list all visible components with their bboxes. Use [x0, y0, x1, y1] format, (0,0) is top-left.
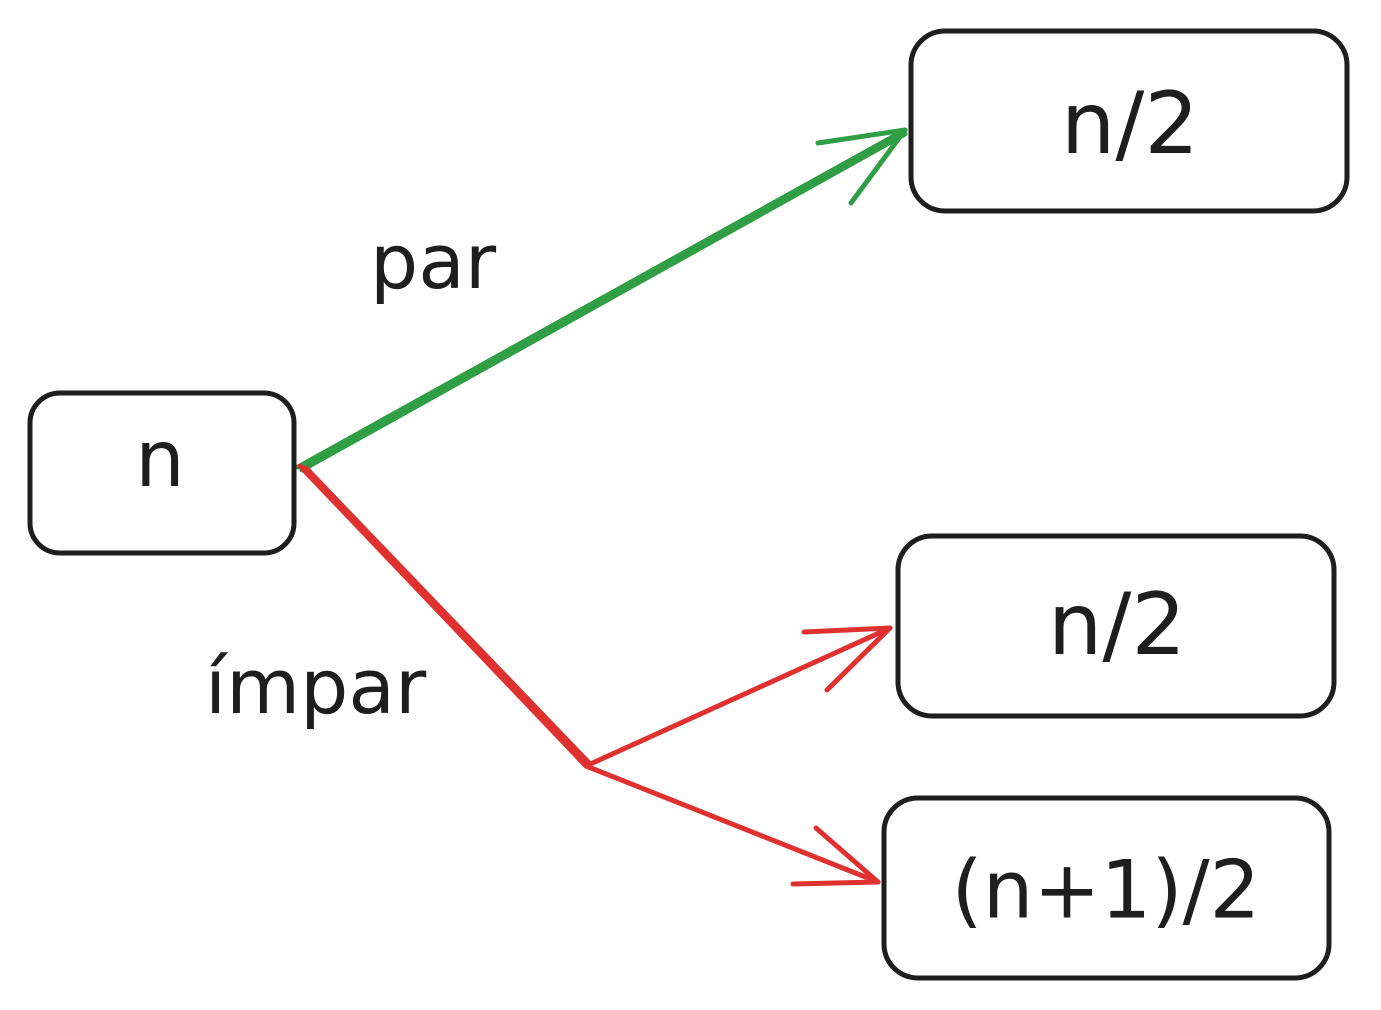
node-source[interactable]: n: [27, 390, 297, 556]
node-even-result-box: [908, 28, 1350, 214]
edge-odd-line: [297, 463, 589, 769]
node-odd-result-b-label: (n+1)/2: [952, 844, 1261, 937]
edge-even-arrowhead: [815, 127, 908, 206]
edge-even-line: [295, 127, 908, 470]
node-odd-result-a-box: [895, 533, 1337, 719]
edge-odd-branch-a: [583, 625, 893, 769]
edge-odd-branch-b-arrowhead: [790, 825, 881, 887]
edge-odd-label: ímpar: [205, 642, 427, 731]
edge-odd-branch-a-arrowhead: [801, 625, 893, 693]
edge-even-line-double: [299, 131, 908, 473]
node-odd-result-b[interactable]: (n+1)/2: [881, 795, 1332, 981]
edge-odd-branch-b: [583, 763, 881, 885]
node-even-result[interactable]: n/2: [908, 28, 1350, 214]
node-odd-result-a-label: n/2: [1048, 575, 1186, 675]
node-even-result-label: n/2: [1061, 74, 1199, 174]
edge-odd: [297, 463, 893, 887]
edge-even-label: par: [370, 217, 497, 306]
node-source-label: n: [135, 415, 184, 505]
node-source-box: [27, 390, 297, 556]
node-odd-result-a[interactable]: n/2: [895, 533, 1337, 719]
node-odd-result-b-box: [881, 795, 1332, 981]
edge-odd-line-double: [303, 465, 593, 767]
edge-even: [295, 127, 908, 473]
